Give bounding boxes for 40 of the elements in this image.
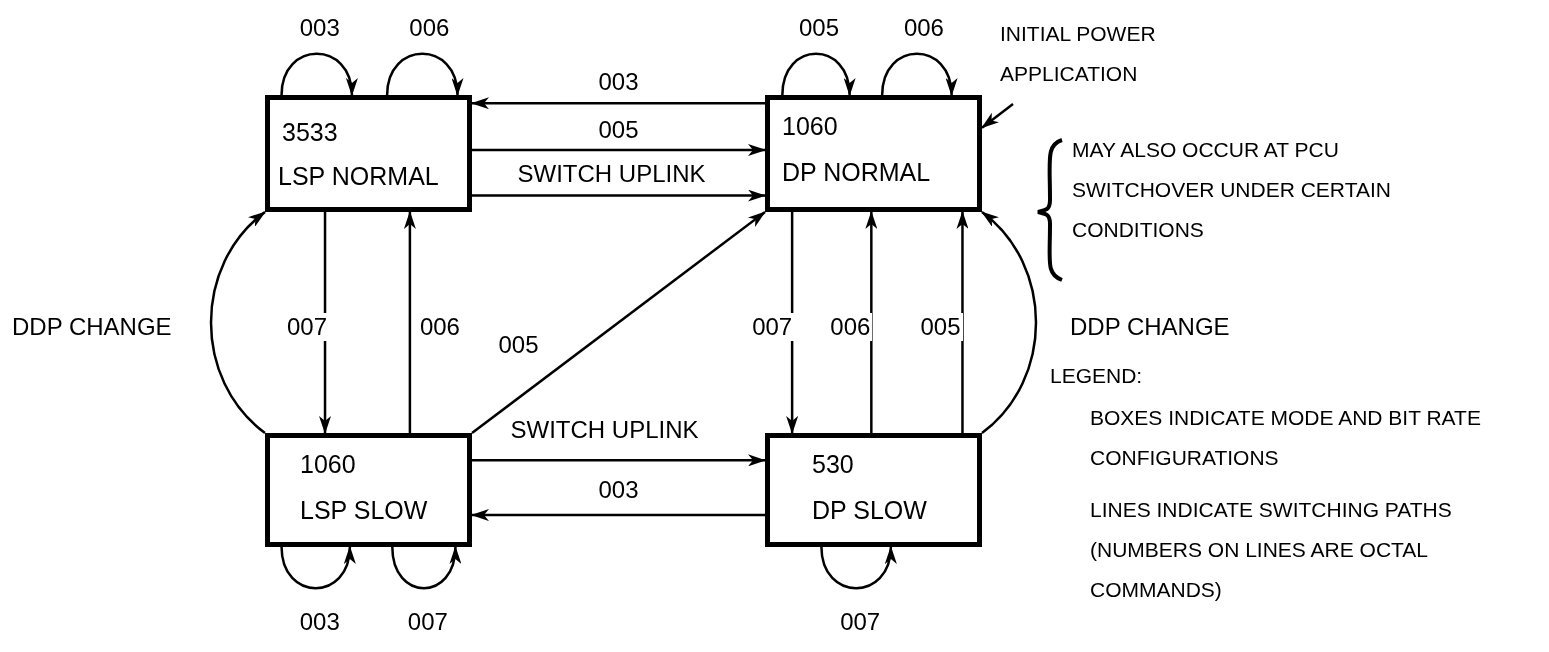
loop-arrow (880, 52, 956, 96)
arrow (472, 454, 766, 467)
arrow (471, 509, 765, 522)
mode-name: DP NORMAL (782, 158, 931, 187)
arrow (209, 211, 266, 434)
mode-box (265, 95, 472, 212)
mode-box (765, 433, 982, 547)
rate-number: 3533 (282, 118, 338, 147)
loop-arrow (391, 546, 460, 590)
rate-number: 1060 (782, 112, 838, 141)
mode-name: DP SLOW (812, 496, 927, 525)
arrow (981, 103, 1014, 129)
arrow (403, 211, 416, 433)
side-note: MAY ALSO OCCUR AT PCU SWITCHOVER UNDER CERTAIN CONDITIONS (1072, 137, 1392, 243)
mode-box (265, 433, 472, 547)
loop-arrow (781, 52, 854, 96)
loop-arrow (820, 546, 895, 590)
arrow (471, 211, 766, 434)
arrow (472, 144, 766, 156)
rate-number: 1060 (300, 450, 356, 479)
mode-box (765, 95, 982, 212)
mode-name: LSP NORMAL (278, 162, 439, 191)
arrow (471, 97, 765, 110)
legend-entry: LINES INDICATE SWITCHING PATHS (NUMBERS ON LINES ARE OCTAL COMMANDS) (1090, 497, 1453, 603)
arrow (981, 211, 1038, 434)
edge-label: 007 (750, 312, 795, 341)
loop-arrow (385, 52, 462, 96)
mode-name: LSP SLOW (300, 496, 428, 525)
loop-arrow (280, 546, 355, 590)
rate-number: 530 (812, 450, 854, 479)
legend-entry: BOXES INDICATE MODE AND BIT RATE CONFIGURATIONS (1090, 405, 1482, 471)
legend-heading: LEGEND: (1050, 363, 1144, 389)
edge-label: 005 (918, 312, 963, 341)
loop-arrow (280, 52, 357, 96)
annotation-text: INITIAL POWER APPLICATION (1000, 14, 1260, 94)
arrow (956, 211, 969, 433)
arrow (472, 189, 766, 202)
edge-label: 007 (285, 312, 330, 341)
arrow (865, 211, 878, 433)
edge-label: 006 (828, 312, 873, 341)
